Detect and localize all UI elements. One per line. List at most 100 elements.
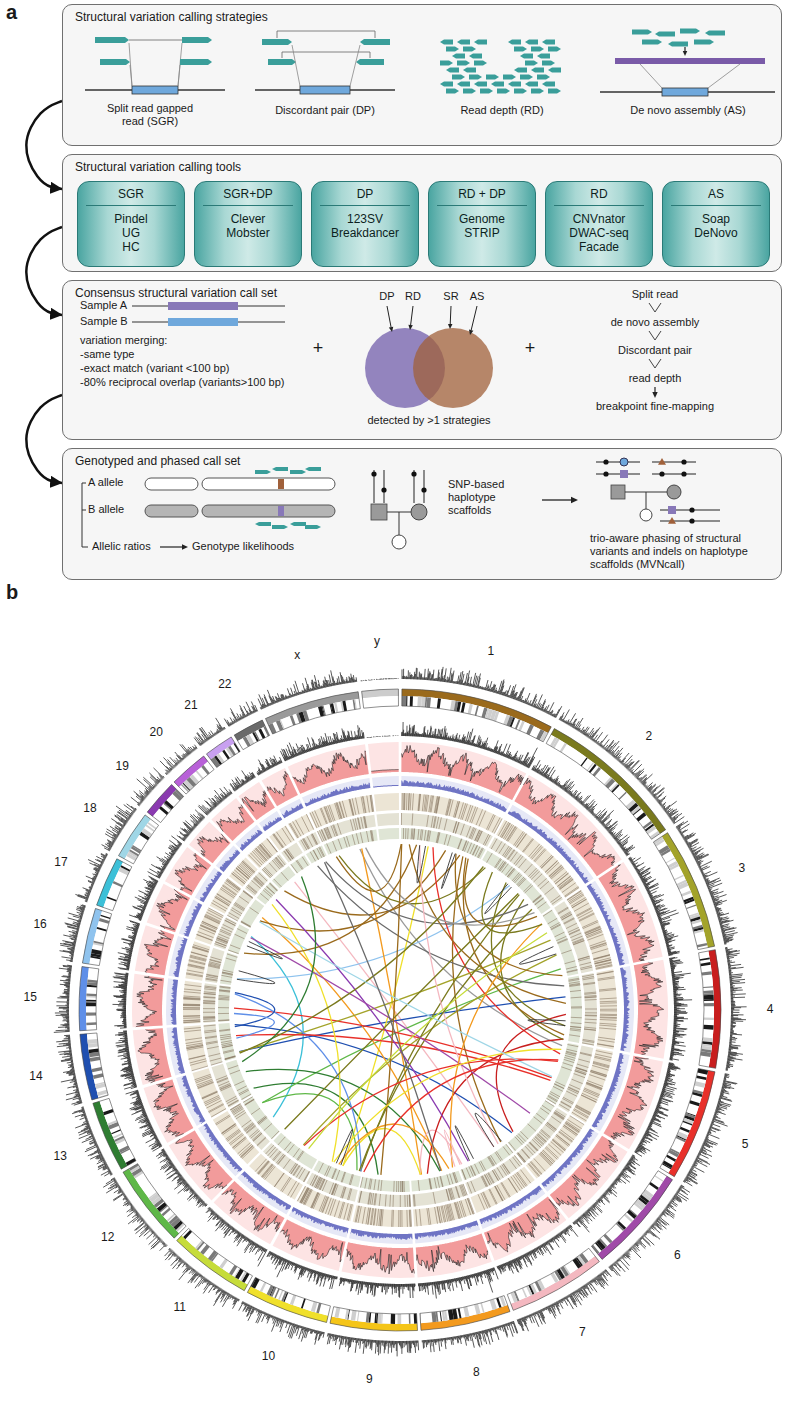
sequence-read	[655, 32, 675, 37]
strategy-heading: DP	[320, 182, 410, 206]
mapping-line	[292, 45, 300, 86]
consensus-illustrations	[132, 302, 661, 408]
chromosome-number: 20	[150, 724, 163, 738]
track-background	[368, 742, 399, 774]
sequence-read	[446, 47, 459, 52]
link-curve	[247, 942, 283, 959]
arrow-head	[182, 544, 188, 549]
tool-box: ASSoap DeNovo	[662, 181, 770, 267]
sequence-read	[474, 61, 487, 66]
chromosome-band	[703, 990, 713, 993]
tool-box: SGR+DPClever Mobster	[194, 181, 302, 267]
chromosome-number: 1	[488, 644, 495, 658]
panel-heading: Genotyped and phased call set	[75, 454, 240, 468]
annotation: Sample A	[80, 299, 127, 312]
chromosome-band	[107, 896, 117, 901]
chromosome-band	[86, 1000, 96, 1002]
track-background	[634, 960, 668, 1059]
chromosome-band	[493, 711, 499, 721]
chromosome-band	[334, 703, 338, 713]
chromosome-band	[522, 1288, 527, 1298]
chromosome-band	[463, 1306, 469, 1317]
sequence-read	[491, 82, 504, 87]
variant-track	[324, 830, 378, 855]
mapping-line	[129, 43, 132, 86]
chromosome-band	[107, 1120, 117, 1126]
sequence-read	[548, 47, 561, 52]
chromosome-band	[351, 1310, 357, 1321]
strategy-illustrations	[85, 29, 775, 97]
chromosome-number: 4	[767, 1002, 774, 1016]
chromosome-band	[195, 1240, 203, 1249]
link-curve	[450, 924, 541, 1168]
chromosome-band	[703, 986, 713, 988]
depth-area	[480, 1186, 543, 1224]
coverage-line	[267, 771, 288, 796]
sequence-read	[452, 75, 465, 80]
annotation: Discordant pair	[618, 344, 692, 357]
chromosome-band	[251, 1278, 259, 1289]
link-curve	[276, 900, 468, 1162]
chromosome-number: 9	[366, 1372, 373, 1386]
link-curve	[496, 1014, 566, 1131]
variant-ticks	[203, 813, 597, 1207]
sequence-read	[446, 89, 459, 94]
chromosome-band	[650, 831, 660, 839]
chromosome-outline	[265, 692, 360, 734]
link-curve	[519, 947, 556, 965]
histogram-track	[54, 667, 747, 1357]
chromosome-band	[90, 1057, 100, 1062]
annotation: +	[525, 338, 536, 360]
panel-heading: Structural variation calling strategies	[75, 10, 268, 24]
link-curve	[455, 854, 562, 976]
chromosome-band	[519, 721, 525, 731]
depth-area	[415, 1220, 479, 1239]
depth-area	[241, 1171, 292, 1210]
chromosome-band	[633, 808, 641, 815]
sequence-read	[255, 470, 271, 474]
chromosome-band	[461, 702, 466, 712]
coverage-line	[488, 1200, 560, 1253]
translocation-links	[234, 844, 566, 1175]
tool-names: Clever Mobster	[200, 212, 296, 240]
link-curve	[362, 849, 422, 1175]
chromosome-band	[121, 865, 131, 871]
chromosome-band	[311, 1301, 318, 1312]
chromosome-band	[704, 1003, 714, 1006]
flow-arrow	[26, 101, 62, 189]
link-curve	[242, 876, 315, 1061]
link-curve	[237, 971, 275, 984]
child-circle	[392, 535, 406, 549]
link-curve	[444, 1130, 460, 1166]
chromosome-band	[93, 941, 103, 945]
chromosome-band	[100, 915, 110, 919]
chromosome-number: 22	[218, 677, 231, 691]
variant-square	[620, 470, 628, 478]
chromosome-number: 18	[83, 801, 96, 815]
chromosome-band	[700, 962, 710, 966]
tool-names: CNVnator DWAC-seq Facade	[551, 212, 647, 254]
chromosome-band	[560, 743, 567, 753]
haplotype-line	[652, 474, 696, 475]
track-background	[169, 1130, 233, 1200]
variant-ticks	[218, 828, 582, 1192]
variant-region	[132, 86, 178, 94]
chevron	[649, 359, 661, 368]
link-curve	[235, 993, 275, 1027]
chromosome-band	[129, 1164, 139, 1171]
chromosome-band	[228, 746, 236, 756]
sequence-read	[525, 40, 538, 45]
sequence-read	[537, 75, 550, 80]
sequence-read	[514, 68, 527, 73]
variant-ticks	[183, 793, 617, 1227]
sequence-read	[100, 59, 130, 65]
sequence-read	[272, 525, 288, 529]
depth-area	[263, 817, 282, 831]
sequence-read	[463, 68, 476, 73]
coverage-line	[175, 854, 206, 892]
annotation: B allele	[88, 503, 124, 516]
chromosome-band	[278, 1290, 283, 1300]
chromosome-outline	[653, 833, 714, 950]
chromosome-band	[86, 1002, 96, 1006]
